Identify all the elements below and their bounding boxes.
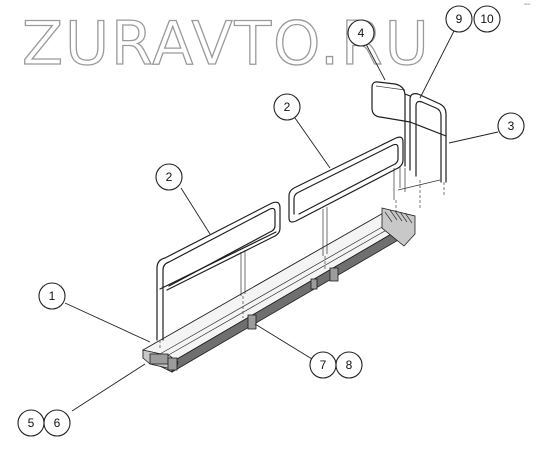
callout-label: 9 [456, 12, 463, 26]
callout-label: 3 [508, 119, 515, 133]
callout-9: 9 [445, 5, 473, 33]
callout-2-left: 2 [155, 163, 183, 191]
callout-10: 10 [473, 5, 501, 33]
railing-section-right [288, 136, 404, 270]
callout-6: 6 [43, 409, 71, 437]
callout-2-right: 2 [273, 93, 301, 121]
mounting-bracket [247, 267, 339, 330]
callout-5: 5 [17, 409, 45, 437]
leader-lines [64, 28, 499, 412]
watermark-text: ZURAVTO.RU [22, 9, 431, 79]
callout-label: 5 [28, 416, 35, 430]
callout-label: 4 [358, 26, 365, 40]
callout-label: 1 [49, 289, 56, 303]
callout-3: 3 [497, 112, 525, 140]
corner-mark: ᵈᵒᵉ [524, 3, 530, 9]
end-railing [371, 81, 447, 208]
callout-label: 6 [54, 416, 61, 430]
callout-label: 7 [320, 358, 327, 372]
end-fitting [149, 353, 178, 371]
callout-label: 2 [166, 170, 173, 184]
callout-4: 4 [347, 19, 375, 47]
callout-label: 10 [480, 12, 494, 26]
railing-section-left [156, 201, 281, 350]
callout-label: 8 [346, 358, 353, 372]
callout-label: 2 [284, 100, 291, 114]
callout-1: 1 [38, 282, 66, 310]
callout-7: 7 [309, 351, 337, 379]
callout-8: 8 [335, 351, 363, 379]
